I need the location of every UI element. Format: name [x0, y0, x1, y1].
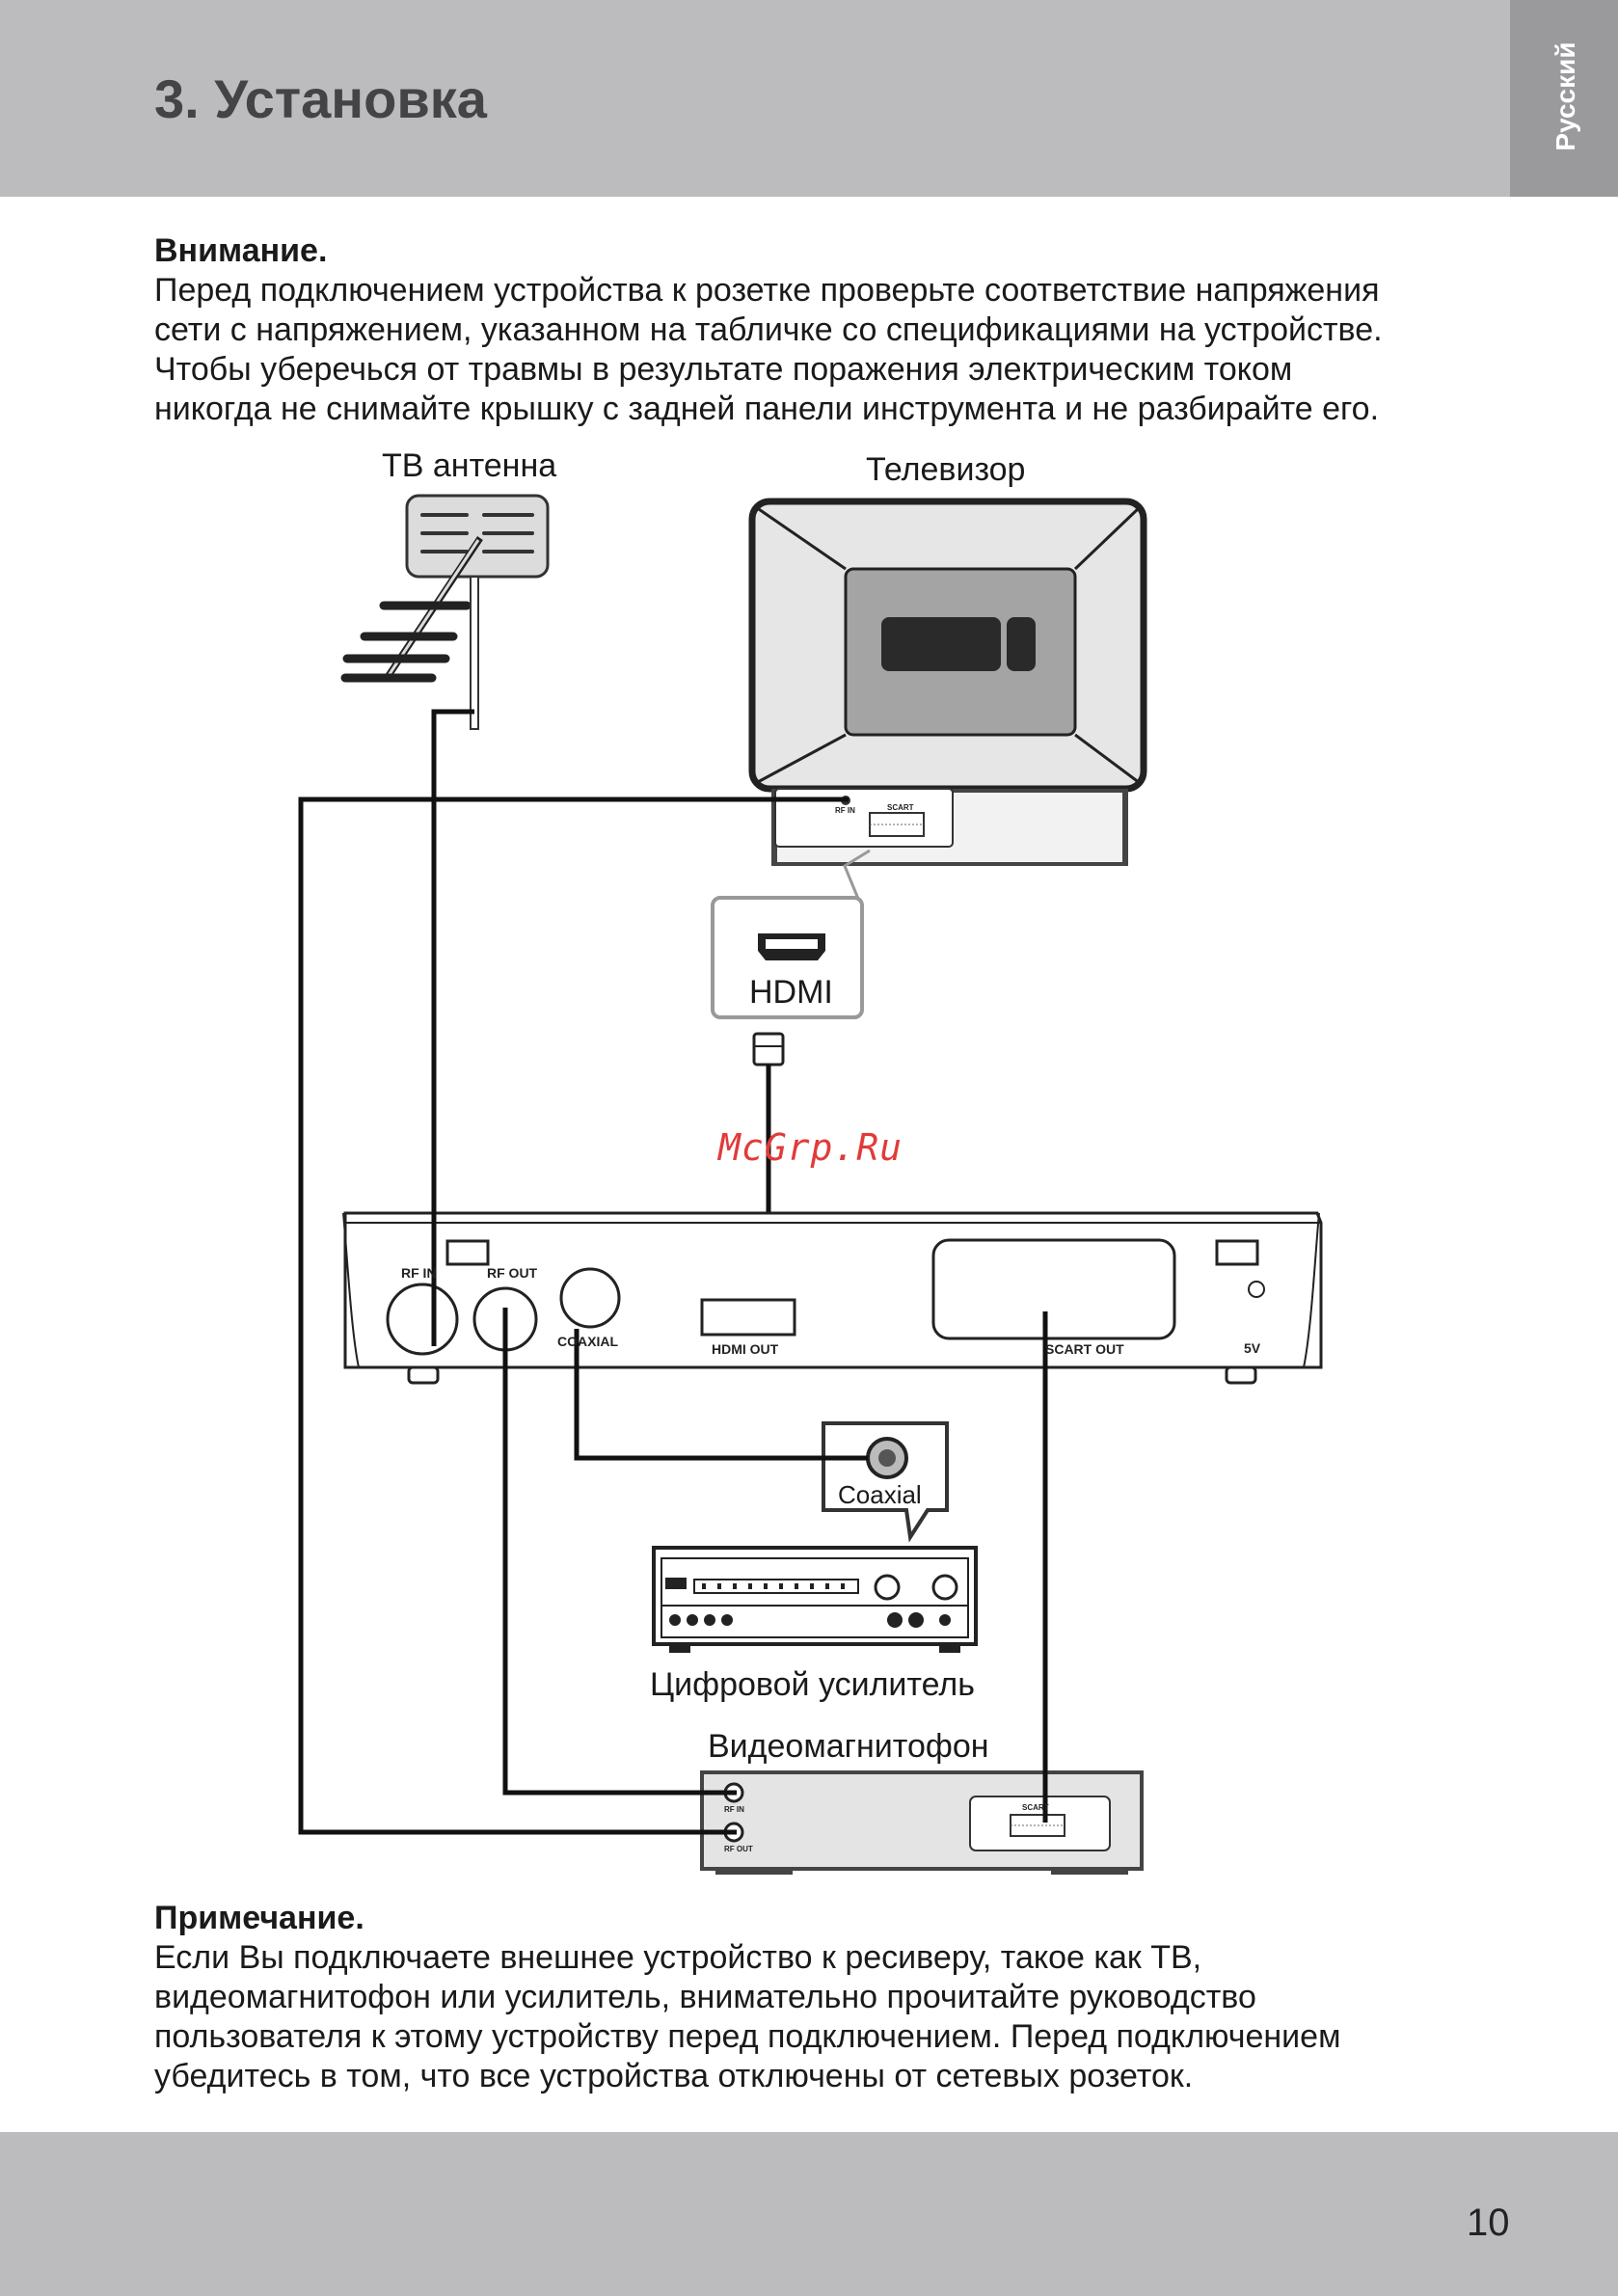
port-power-label: 5V	[1244, 1340, 1261, 1356]
port-hdmi-out-label: HDMI OUT	[712, 1341, 779, 1357]
note-title: Примечание.	[154, 1900, 364, 1936]
warning-line: Перед подключением устройства к розетке …	[154, 272, 1380, 309]
vcr-rf-out-label: RF OUT	[724, 1845, 753, 1853]
amplifier-label: Цифровой усилитель	[650, 1666, 975, 1703]
vcr-icon	[700, 1770, 1144, 1875]
vcr-label: Видеомагнитофон	[708, 1728, 989, 1765]
page-title: 3. Установка	[154, 68, 487, 129]
watermark: McGrp.Ru	[718, 1126, 903, 1169]
amplifier-icon	[652, 1546, 978, 1653]
cables	[298, 709, 1048, 1835]
port-rf-in-label: RF IN	[401, 1265, 437, 1281]
warning-section: Внимание. Перед подключением устройства …	[154, 231, 1504, 429]
vcr-scart-label: SCART	[1022, 1803, 1049, 1812]
port-coaxial-label: COAXIAL	[557, 1334, 618, 1349]
warning-line: Чтобы уберечься от травмы в результате п…	[154, 351, 1293, 388]
note-line: видеомагнитофон или усилитель, вниматель…	[154, 1979, 1256, 2015]
tv-rf-label: RF IN	[835, 806, 855, 815]
hdmi-callout-label: HDMI	[749, 974, 833, 1011]
warning-title: Внимание.	[154, 232, 328, 269]
hdmi-port-icon	[758, 933, 825, 960]
warning-line: никогда не снимайте крышку с задней пане…	[154, 391, 1380, 427]
vcr-rf-in-label: RF IN	[724, 1805, 744, 1814]
note-line: Если Вы подключаете внешнее устройство к…	[154, 1939, 1202, 1976]
hdmi-callout	[711, 849, 871, 1019]
warning-line: сети с напряжением, указанном на табличк…	[154, 311, 1383, 348]
page-number: 10	[1467, 2201, 1510, 2244]
antenna-icon	[340, 494, 550, 730]
note-line: убедитесь в том, что все устройства откл…	[154, 2058, 1194, 2094]
antenna-label: ТВ антенна	[382, 447, 557, 484]
receiver-icon	[342, 1211, 1323, 1385]
coaxial-callout-label: Coaxial	[838, 1480, 922, 1509]
port-rf-out-label: RF OUT	[487, 1265, 538, 1281]
page-footer	[0, 2132, 1618, 2296]
language-tab	[1510, 0, 1618, 197]
coaxial-callout	[822, 1421, 949, 1543]
tv-icon	[748, 498, 1147, 866]
note-line: пользователя к этому устройству перед по…	[154, 2018, 1341, 2055]
tv-scart-label: SCART	[887, 803, 914, 812]
note-section: Примечание. Если Вы подключаете внешнее …	[154, 1899, 1504, 2096]
tv-label: Телевизор	[866, 451, 1026, 488]
page-header	[0, 0, 1618, 197]
port-scart-out-label: SCART OUT	[1045, 1341, 1124, 1357]
